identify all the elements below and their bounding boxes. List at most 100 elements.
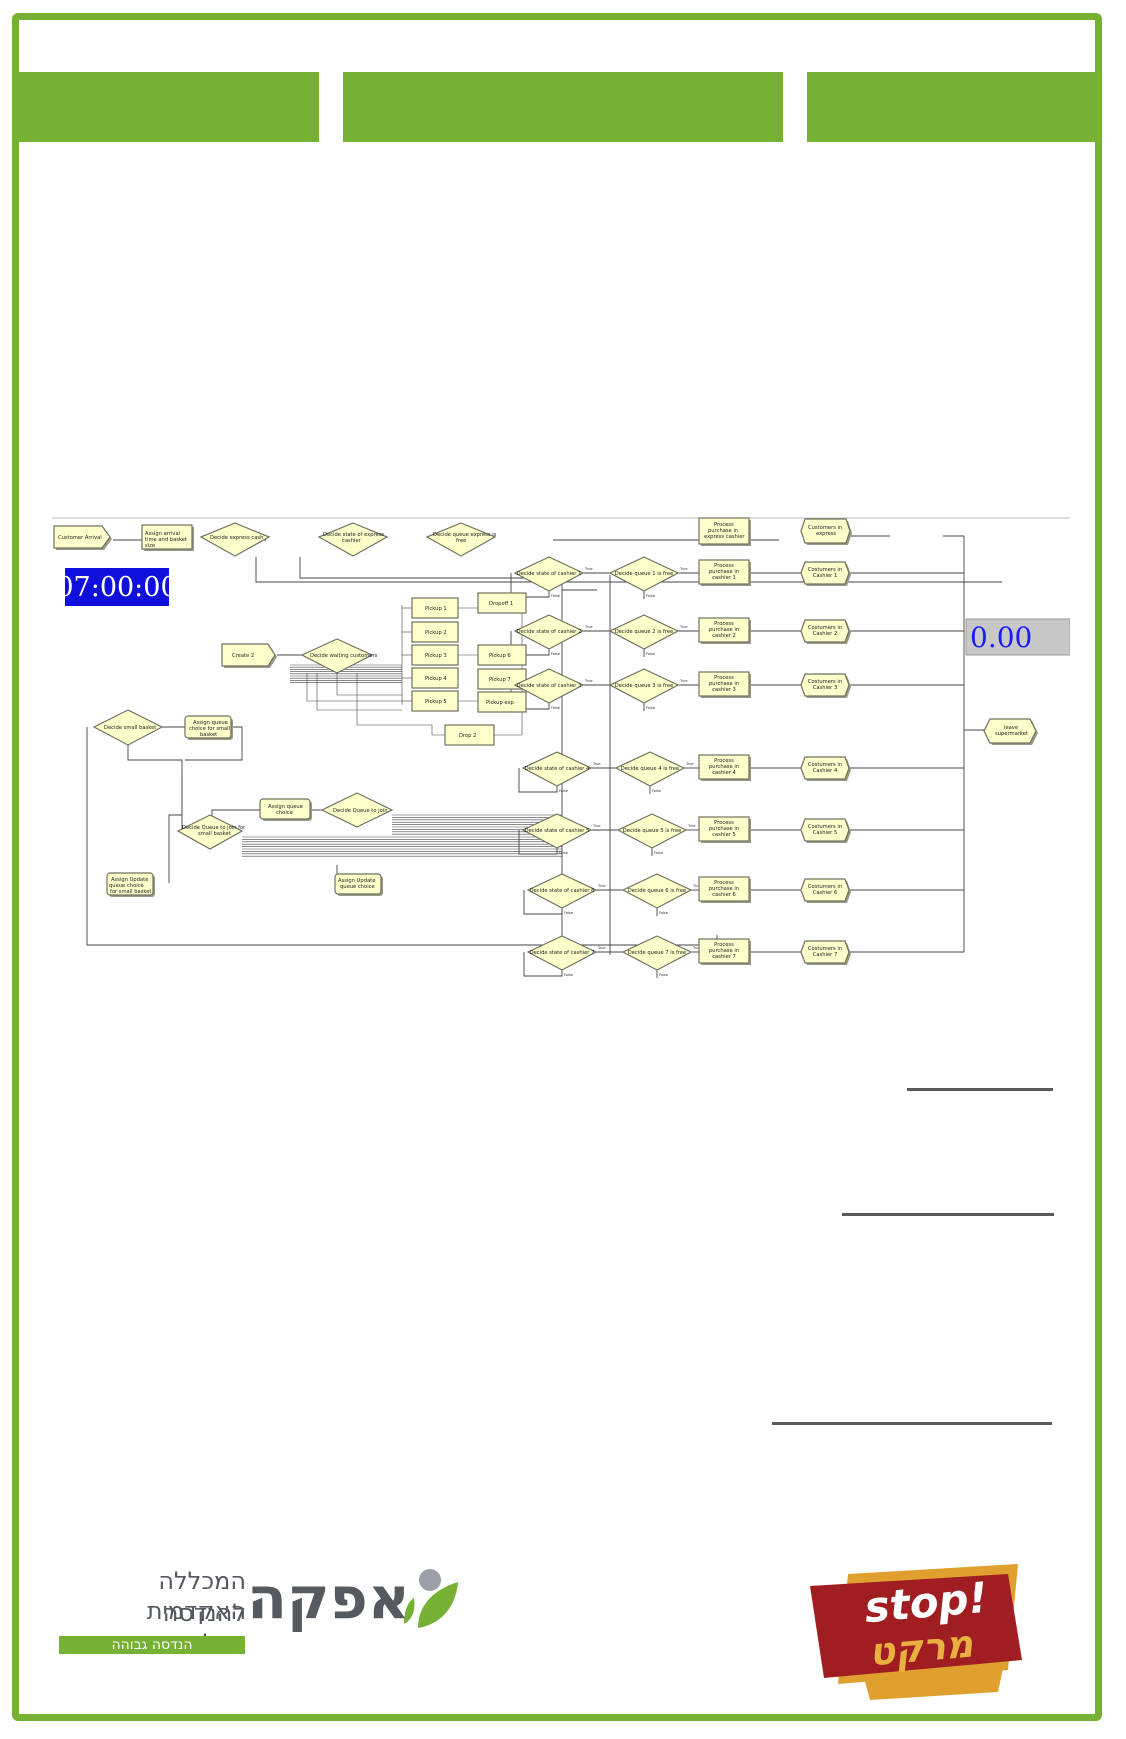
svg-text:Decide queue 3 is free: Decide queue 3 is free bbox=[615, 683, 673, 689]
stop-market-badge-icon bbox=[810, 1564, 1022, 1700]
block-pickup-2: Pickup 2 bbox=[411, 621, 459, 643]
decide-small-basket: Decide small basket bbox=[92, 709, 164, 746]
stop-market-logo: stop! מרקט bbox=[808, 1560, 1028, 1700]
svg-text:Decide queue 5 is free: Decide queue 5 is free bbox=[623, 828, 681, 834]
answer-line-3 bbox=[772, 1422, 1052, 1425]
svg-text:Cashier 1: Cashier 1 bbox=[813, 573, 838, 579]
svg-text:queue choice: queue choice bbox=[109, 883, 144, 889]
connector-lines bbox=[86, 535, 1002, 978]
block-pickup-6: Pickup 6 bbox=[477, 644, 527, 666]
svg-text:Assign Update: Assign Update bbox=[338, 878, 375, 884]
svg-text:Decide state of cashier 4: Decide state of cashier 4 bbox=[525, 766, 590, 772]
svg-text:purchase in: purchase in bbox=[709, 627, 739, 633]
svg-text:cashier 5: cashier 5 bbox=[712, 832, 736, 838]
svg-text:Pickup 4: Pickup 4 bbox=[425, 676, 447, 682]
svg-text:True: True bbox=[592, 824, 601, 828]
block-pickup-5: Pickup 5 bbox=[411, 690, 459, 712]
decide-waiting-customers: Decide waiting customers bbox=[300, 638, 378, 674]
svg-text:Decide state of cashier 7: Decide state of cashier 7 bbox=[530, 950, 595, 956]
process-express: Process purchase in express cashier bbox=[698, 517, 751, 546]
svg-text:Decide state of cashier 2: Decide state of cashier 2 bbox=[517, 629, 582, 635]
svg-text:Process: Process bbox=[714, 820, 734, 826]
svg-text:True: True bbox=[584, 679, 593, 683]
svg-text:Pickup 7: Pickup 7 bbox=[489, 677, 511, 683]
svg-text:False: False bbox=[551, 652, 561, 656]
svg-text:express: express bbox=[816, 531, 836, 537]
svg-text:Assign queue: Assign queue bbox=[268, 804, 303, 810]
afeka-line-1: המכללה האקדמית bbox=[146, 1567, 246, 1625]
svg-text:Costumers in: Costumers in bbox=[808, 679, 842, 685]
block-assign-queue-choice: Assign queue choice bbox=[259, 798, 312, 821]
svg-text:cashier 3: cashier 3 bbox=[712, 687, 736, 693]
answer-line-1 bbox=[907, 1088, 1053, 1091]
svg-text:small basket: small basket bbox=[198, 831, 231, 837]
svg-text:Process: Process bbox=[714, 942, 734, 948]
svg-text:True: True bbox=[692, 884, 701, 888]
decide-state-express: Decide state of express cashier bbox=[317, 522, 389, 557]
svg-text:Assign Update: Assign Update bbox=[111, 877, 148, 883]
svg-text:Decide Queue to join for: Decide Queue to join for bbox=[182, 825, 246, 831]
block-pickup-1: Pickup 1 bbox=[411, 597, 459, 619]
block-pickup-3: Pickup 3 bbox=[411, 644, 459, 666]
svg-text:Decide queue 7 is free: Decide queue 7 is free bbox=[628, 950, 686, 956]
simulation-clock: 07:00:00 bbox=[56, 568, 178, 606]
svg-text:Decide waiting customers: Decide waiting customers bbox=[310, 653, 378, 659]
svg-text:Pickup 3: Pickup 3 bbox=[425, 653, 447, 659]
svg-text:Costumers in: Costumers in bbox=[808, 762, 842, 768]
svg-text:Create 2: Create 2 bbox=[232, 653, 254, 659]
svg-text:False: False bbox=[551, 706, 561, 710]
svg-text:True: True bbox=[679, 625, 688, 629]
block-assign-arrival: Assign arrival time and basket size bbox=[141, 524, 194, 551]
svg-text:Decide state of cashier 1: Decide state of cashier 1 bbox=[517, 571, 582, 577]
svg-text:cashier 4: cashier 4 bbox=[712, 770, 736, 776]
svg-text:Drop 2: Drop 2 bbox=[459, 733, 476, 739]
svg-text:Dropoff 1: Dropoff 1 bbox=[489, 601, 513, 607]
svg-text:Assign queue: Assign queue bbox=[193, 720, 228, 726]
svg-text:True: True bbox=[584, 567, 593, 571]
svg-text:supermarket: supermarket bbox=[995, 731, 1028, 737]
svg-text:free: free bbox=[456, 538, 466, 544]
svg-text:False: False bbox=[659, 973, 669, 977]
svg-text:True: True bbox=[685, 762, 694, 766]
svg-text:Decide state of express: Decide state of express bbox=[323, 532, 384, 538]
svg-text:Decide state of cashier 6: Decide state of cashier 6 bbox=[530, 888, 595, 894]
svg-text:for small basket: for small basket bbox=[110, 889, 151, 895]
afeka-tagline: הנדסה גבוהה bbox=[59, 1636, 245, 1654]
svg-text:Process: Process bbox=[714, 563, 734, 569]
svg-text:Decide state of cashier 3: Decide state of cashier 3 bbox=[517, 683, 582, 689]
svg-text:Pickup exp: Pickup exp bbox=[486, 700, 515, 706]
svg-text:Cashier 2: Cashier 2 bbox=[813, 631, 838, 637]
svg-text:False: False bbox=[564, 911, 574, 915]
svg-text:purchase in: purchase in bbox=[709, 826, 739, 832]
svg-text:Decide queue 6 is free: Decide queue 6 is free bbox=[628, 888, 686, 894]
svg-text:cashier 6: cashier 6 bbox=[712, 892, 736, 898]
svg-text:Assign arrival: Assign arrival bbox=[145, 531, 180, 537]
svg-text:Pickup 5: Pickup 5 bbox=[425, 699, 447, 705]
block-drop-2: Drop 2 bbox=[444, 724, 495, 746]
block-dropoff-1: Dropoff 1 bbox=[477, 592, 527, 614]
svg-text:choice: choice bbox=[276, 810, 293, 816]
svg-text:Decide express cash: Decide express cash bbox=[210, 535, 263, 541]
svg-text:Decide Queue to join: Decide Queue to join bbox=[333, 808, 388, 814]
svg-text:cashier: cashier bbox=[342, 538, 362, 544]
svg-text:False: False bbox=[559, 851, 569, 855]
svg-text:Costumers in: Costumers in bbox=[808, 625, 842, 631]
svg-text:purchase in: purchase in bbox=[709, 948, 739, 954]
